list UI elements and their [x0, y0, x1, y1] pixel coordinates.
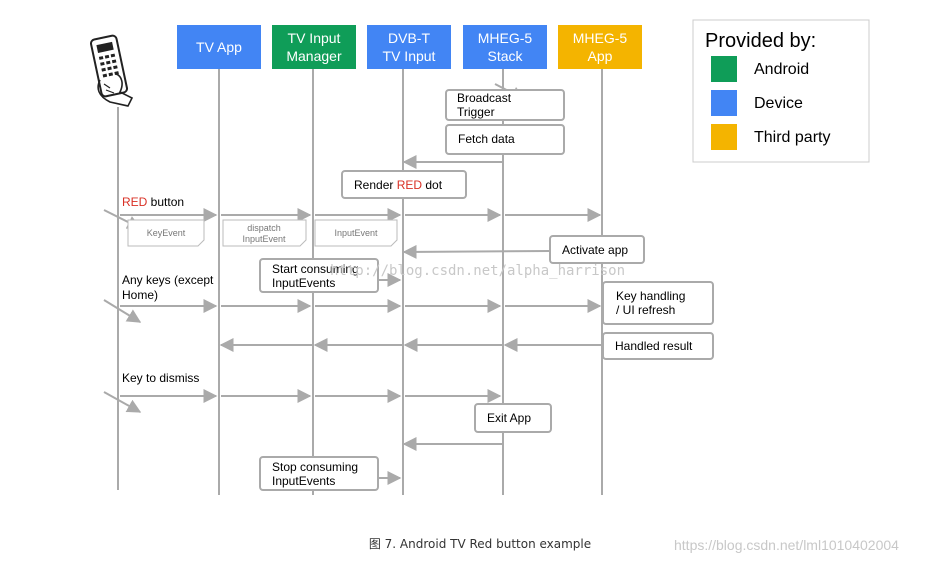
red-button-label: RED button [122, 195, 184, 209]
lane-mheg5-stack-line1: MHEG-5 [478, 30, 533, 46]
box-render-red-dot [341, 170, 467, 199]
arrow-any-keys-entry [103, 299, 142, 323]
start-consuming-line1: Start consuming [272, 262, 359, 276]
figure-caption: 图 7. Android TV Red button example [369, 537, 591, 551]
render-red-word: RED [397, 178, 423, 192]
lane-dvb-t-tv-input-line2: TV Input [383, 48, 436, 64]
box-exit-app [474, 403, 552, 433]
lane-dvb-t-tv-input-line1: DVB-T [388, 30, 430, 46]
legend-label-third-party: Third party [754, 129, 830, 146]
render-suffix: dot [422, 178, 443, 192]
box-fetch-data [445, 124, 565, 155]
box-handled-result [602, 332, 714, 360]
legend-swatch-android [711, 56, 737, 82]
key-handling-line2: / UI refresh [616, 303, 675, 317]
lane-mheg5-app: MHEG-5 App [558, 25, 642, 69]
render-red-dot-label: Render RED dot [354, 178, 443, 192]
lane-tv-input-manager-line1: TV Input [288, 30, 341, 46]
fetch-data-label: Fetch data [458, 132, 515, 146]
box-broadcast-trigger [445, 89, 565, 121]
red-button-rest: button [147, 195, 184, 209]
any-keys-line1: Any keys (except [122, 273, 214, 287]
lane-mheg5-stack: MHEG-5 Stack [463, 25, 547, 69]
broadcast-trigger-line1: Broadcast [457, 91, 512, 105]
lane-tv-app-label: TV App [196, 39, 242, 55]
activate-app-label: Activate app [562, 243, 628, 257]
note-inputevent: InputEvent [314, 219, 398, 247]
arrow-dismiss-entry [103, 391, 142, 413]
watermark-center: http://blog.csdn.net/alpha_harrison [330, 263, 625, 279]
stop-consuming-line1: Stop consuming [272, 460, 358, 474]
event-notes: KeyEvent dispatch InputEvent InputEvent [127, 219, 398, 247]
note-inputevent-label: InputEvent [334, 228, 378, 238]
lane-tv-input-manager: TV Input Manager [272, 25, 356, 69]
lane-tv-app: TV App [177, 25, 261, 69]
key-to-dismiss-label: Key to dismiss [122, 371, 199, 385]
red-button-red-word: RED [122, 195, 148, 209]
step-texts: Broadcast Trigger Fetch data Render RED … [122, 91, 693, 488]
stop-consuming-line2: InputEvents [272, 474, 335, 488]
note-dispatch-inputevent: dispatch InputEvent [222, 219, 307, 247]
legend-label-android: Android [754, 61, 809, 78]
lane-dvb-t-tv-input-box [367, 25, 451, 69]
start-consuming-line2: InputEvents [272, 276, 335, 290]
lane-mheg5-app-box [558, 25, 642, 69]
lane-mheg5-app-line1: MHEG-5 [573, 30, 628, 46]
broadcast-trigger-line2: Trigger [457, 105, 495, 119]
lane-tv-input-manager-line2: Manager [286, 48, 342, 64]
legend-label-device: Device [754, 95, 803, 112]
handled-result-label: Handled result [615, 339, 693, 353]
exit-app-label: Exit App [487, 411, 531, 425]
arrow-activate-app [402, 244, 551, 259]
any-keys-line2: Home) [122, 288, 158, 302]
lane-mheg5-stack-box [463, 25, 547, 69]
box-activate-app [549, 235, 645, 264]
legend-title: Provided by: [705, 30, 816, 52]
box-stop-consuming [259, 456, 379, 491]
note-dispatch-line1: dispatch [247, 223, 281, 233]
legend-swatch-device [711, 90, 737, 116]
note-dispatch-line2: InputEvent [242, 234, 286, 244]
step-boxes [259, 89, 714, 491]
lane-mheg5-app-line2: App [588, 48, 613, 64]
legend-swatch-third-party [711, 124, 737, 150]
box-start-consuming [259, 258, 379, 293]
legend: Provided by: Android Device Third party [692, 19, 870, 163]
remote-control-icon [89, 34, 134, 107]
key-handling-line1: Key handling [616, 289, 685, 303]
note-keyevent: KeyEvent [127, 219, 205, 247]
watermark-corner: https://blog.csdn.net/lml1010402004 [674, 537, 899, 553]
render-prefix: Render [354, 178, 397, 192]
lane-mheg5-stack-line2: Stack [487, 48, 523, 64]
lane-dvb-t-tv-input: DVB-T TV Input [367, 25, 451, 69]
note-keyevent-label: KeyEvent [147, 228, 186, 238]
lane-tv-app-box [177, 25, 261, 69]
lane-tv-input-manager-box [272, 25, 356, 69]
box-key-handling [602, 281, 714, 325]
